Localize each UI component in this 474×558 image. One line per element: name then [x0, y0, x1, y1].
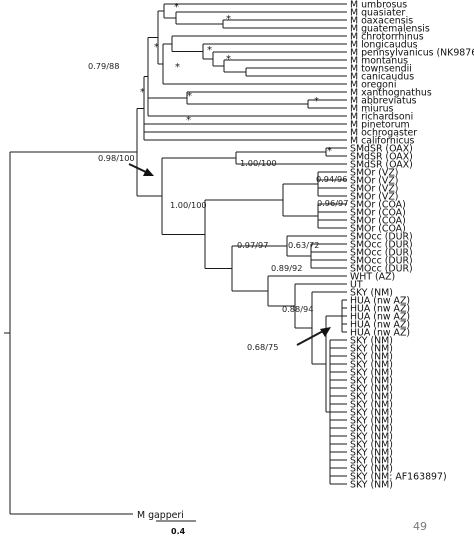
star-marker: * [186, 115, 191, 126]
leaf-label: SKY (NM) [350, 447, 393, 458]
leaf-label: SKY (NM) [350, 351, 393, 362]
star-marker: * [226, 14, 231, 25]
leaf-label: SMOr (VZ) [350, 167, 398, 178]
support-label-node-5: 0.96/97 [317, 198, 348, 208]
star-marker: * [175, 62, 180, 73]
leaf-label: HUA (nw AZ) [350, 327, 410, 338]
leaf-label: SKY (NM) [350, 359, 393, 370]
leaf-label: SKY (NM) [350, 375, 393, 386]
leaf-label: M miurus [350, 103, 394, 114]
leaf-label: M richardsoni [350, 111, 413, 122]
leaf-label: SMOr (COA) [350, 207, 406, 218]
leaf-label: M canicaudus [350, 71, 414, 82]
leaf-label: SKY (NM) [350, 463, 393, 474]
leaf-label: SMOcc (DUR) [350, 247, 413, 258]
star-marker: * [154, 42, 159, 53]
page-number: 49 [413, 520, 427, 533]
leaf-label: M pinetorum [350, 119, 410, 130]
leaf-label: SMOcc (DUR) [350, 231, 413, 242]
support-label-node-7: 0.63/72 [288, 240, 319, 250]
leaf-label: SKY (NM) [350, 455, 393, 466]
leaf-label: M longicaudus [350, 39, 418, 50]
leaf-label: M umbrosus [350, 0, 407, 10]
leaf-label: SKY (NM) [350, 407, 393, 418]
star-marker: * [226, 54, 231, 65]
leaf-label: M pennsylvanicus (NK9876) [350, 47, 474, 58]
support-label-node-6: 0.97/97 [237, 240, 268, 250]
leaf-label: M quasiater [350, 7, 405, 18]
leaf-label: SMOr (COA) [350, 199, 406, 210]
support-label-node-3: 1.00/100 [170, 200, 207, 210]
star-marker: * [140, 87, 145, 98]
leaf-label: HUA (nw AZ) [350, 311, 410, 322]
leaf-label: SKY (NM) [350, 479, 393, 490]
leaf-label: SMOr (VZ) [350, 175, 398, 186]
star-marker: * [314, 96, 319, 107]
star-marker: * [327, 146, 332, 157]
leaf-label: M guatemalensis [350, 23, 430, 34]
support-label-root: 0.79/88 [88, 61, 119, 71]
leaf-label: SKY (NM) [350, 423, 393, 434]
support-label-node-9: 0.88/94 [282, 304, 313, 314]
leaf-label: SMOcc (DUR) [350, 255, 413, 266]
outgroup-label: M gapperi [137, 510, 184, 521]
leaf-label: SKY (NM) [350, 431, 393, 442]
leaf-label: M oregoni [350, 79, 396, 90]
leaf-label: SKY (NM) [350, 439, 393, 450]
leaf-label: M ochrogaster [350, 127, 417, 138]
leaf-label: SMOr (COA) [350, 223, 406, 234]
leaf-label: SKY (NM) [350, 415, 393, 426]
leaf-label: HUA (nw AZ) [350, 303, 410, 314]
support-label-node-1: 0.98/100 [98, 153, 135, 163]
leaf-label: SKY (NM: AF163897) [350, 471, 447, 482]
scale-bar: 0.4 [156, 520, 196, 536]
leaf-label: M montanus [350, 55, 408, 66]
leaf-label: SKY (NM) [350, 399, 393, 410]
leaf-label: M californicus [350, 135, 415, 146]
arrow-to-node-0.98-100 [128, 163, 154, 176]
leaf-label: HUA (nw AZ) [350, 295, 410, 306]
leaf-label: SKY (NM) [350, 391, 393, 402]
leaf-label: SKY (NM) [350, 343, 393, 354]
star-marker: * [174, 2, 179, 13]
leaf-label: UT [350, 279, 363, 290]
leaf-label: SMOr (VZ) [350, 183, 398, 194]
arrow-to-node-0.68-75 [296, 327, 331, 346]
leaf-label: SKY (NM) [350, 287, 393, 298]
leaf-label: SMOr (VZ) [350, 191, 398, 202]
leaf-label: M chrotorrhinus [350, 31, 424, 42]
leaf-label: M abbreviatus [350, 95, 417, 106]
star-marker: * [207, 45, 212, 56]
scale-bar-label: 0.4 [171, 527, 186, 536]
leaf-label: M xanthognathus [350, 87, 432, 98]
leaf-label: SMdSR (OAX) [350, 151, 413, 162]
star-marker: * [187, 91, 192, 102]
leaf-label: SKY (NM) [350, 383, 393, 394]
leaf-label: WHT (AZ) [350, 271, 395, 282]
tree-branches [4, 3, 347, 515]
support-label-node-8: 0.89/92 [271, 263, 302, 273]
leaf-label: M townsendii [350, 63, 412, 74]
leaf-label: SMdSR (OAX) [350, 143, 413, 154]
leaf-label: SKY (NM) [350, 367, 393, 378]
support-label-node-10: 0.68/75 [247, 342, 278, 352]
leaf-label: M oaxacensis [350, 15, 413, 26]
leaf-label: HUA (nw AZ) [350, 319, 410, 330]
leaf-label: SMOcc (DUR) [350, 239, 413, 250]
leaf-label: SKY (NM) [350, 335, 393, 346]
leaf-label: SMOcc (DUR) [350, 263, 413, 274]
support-label-node-2: 1.00/100 [240, 158, 277, 168]
leaf-label: SMdSR (OAX) [350, 159, 413, 170]
support-label-node-4: 0.94/96 [316, 174, 347, 184]
leaf-label: SMOr (COA) [350, 215, 406, 226]
